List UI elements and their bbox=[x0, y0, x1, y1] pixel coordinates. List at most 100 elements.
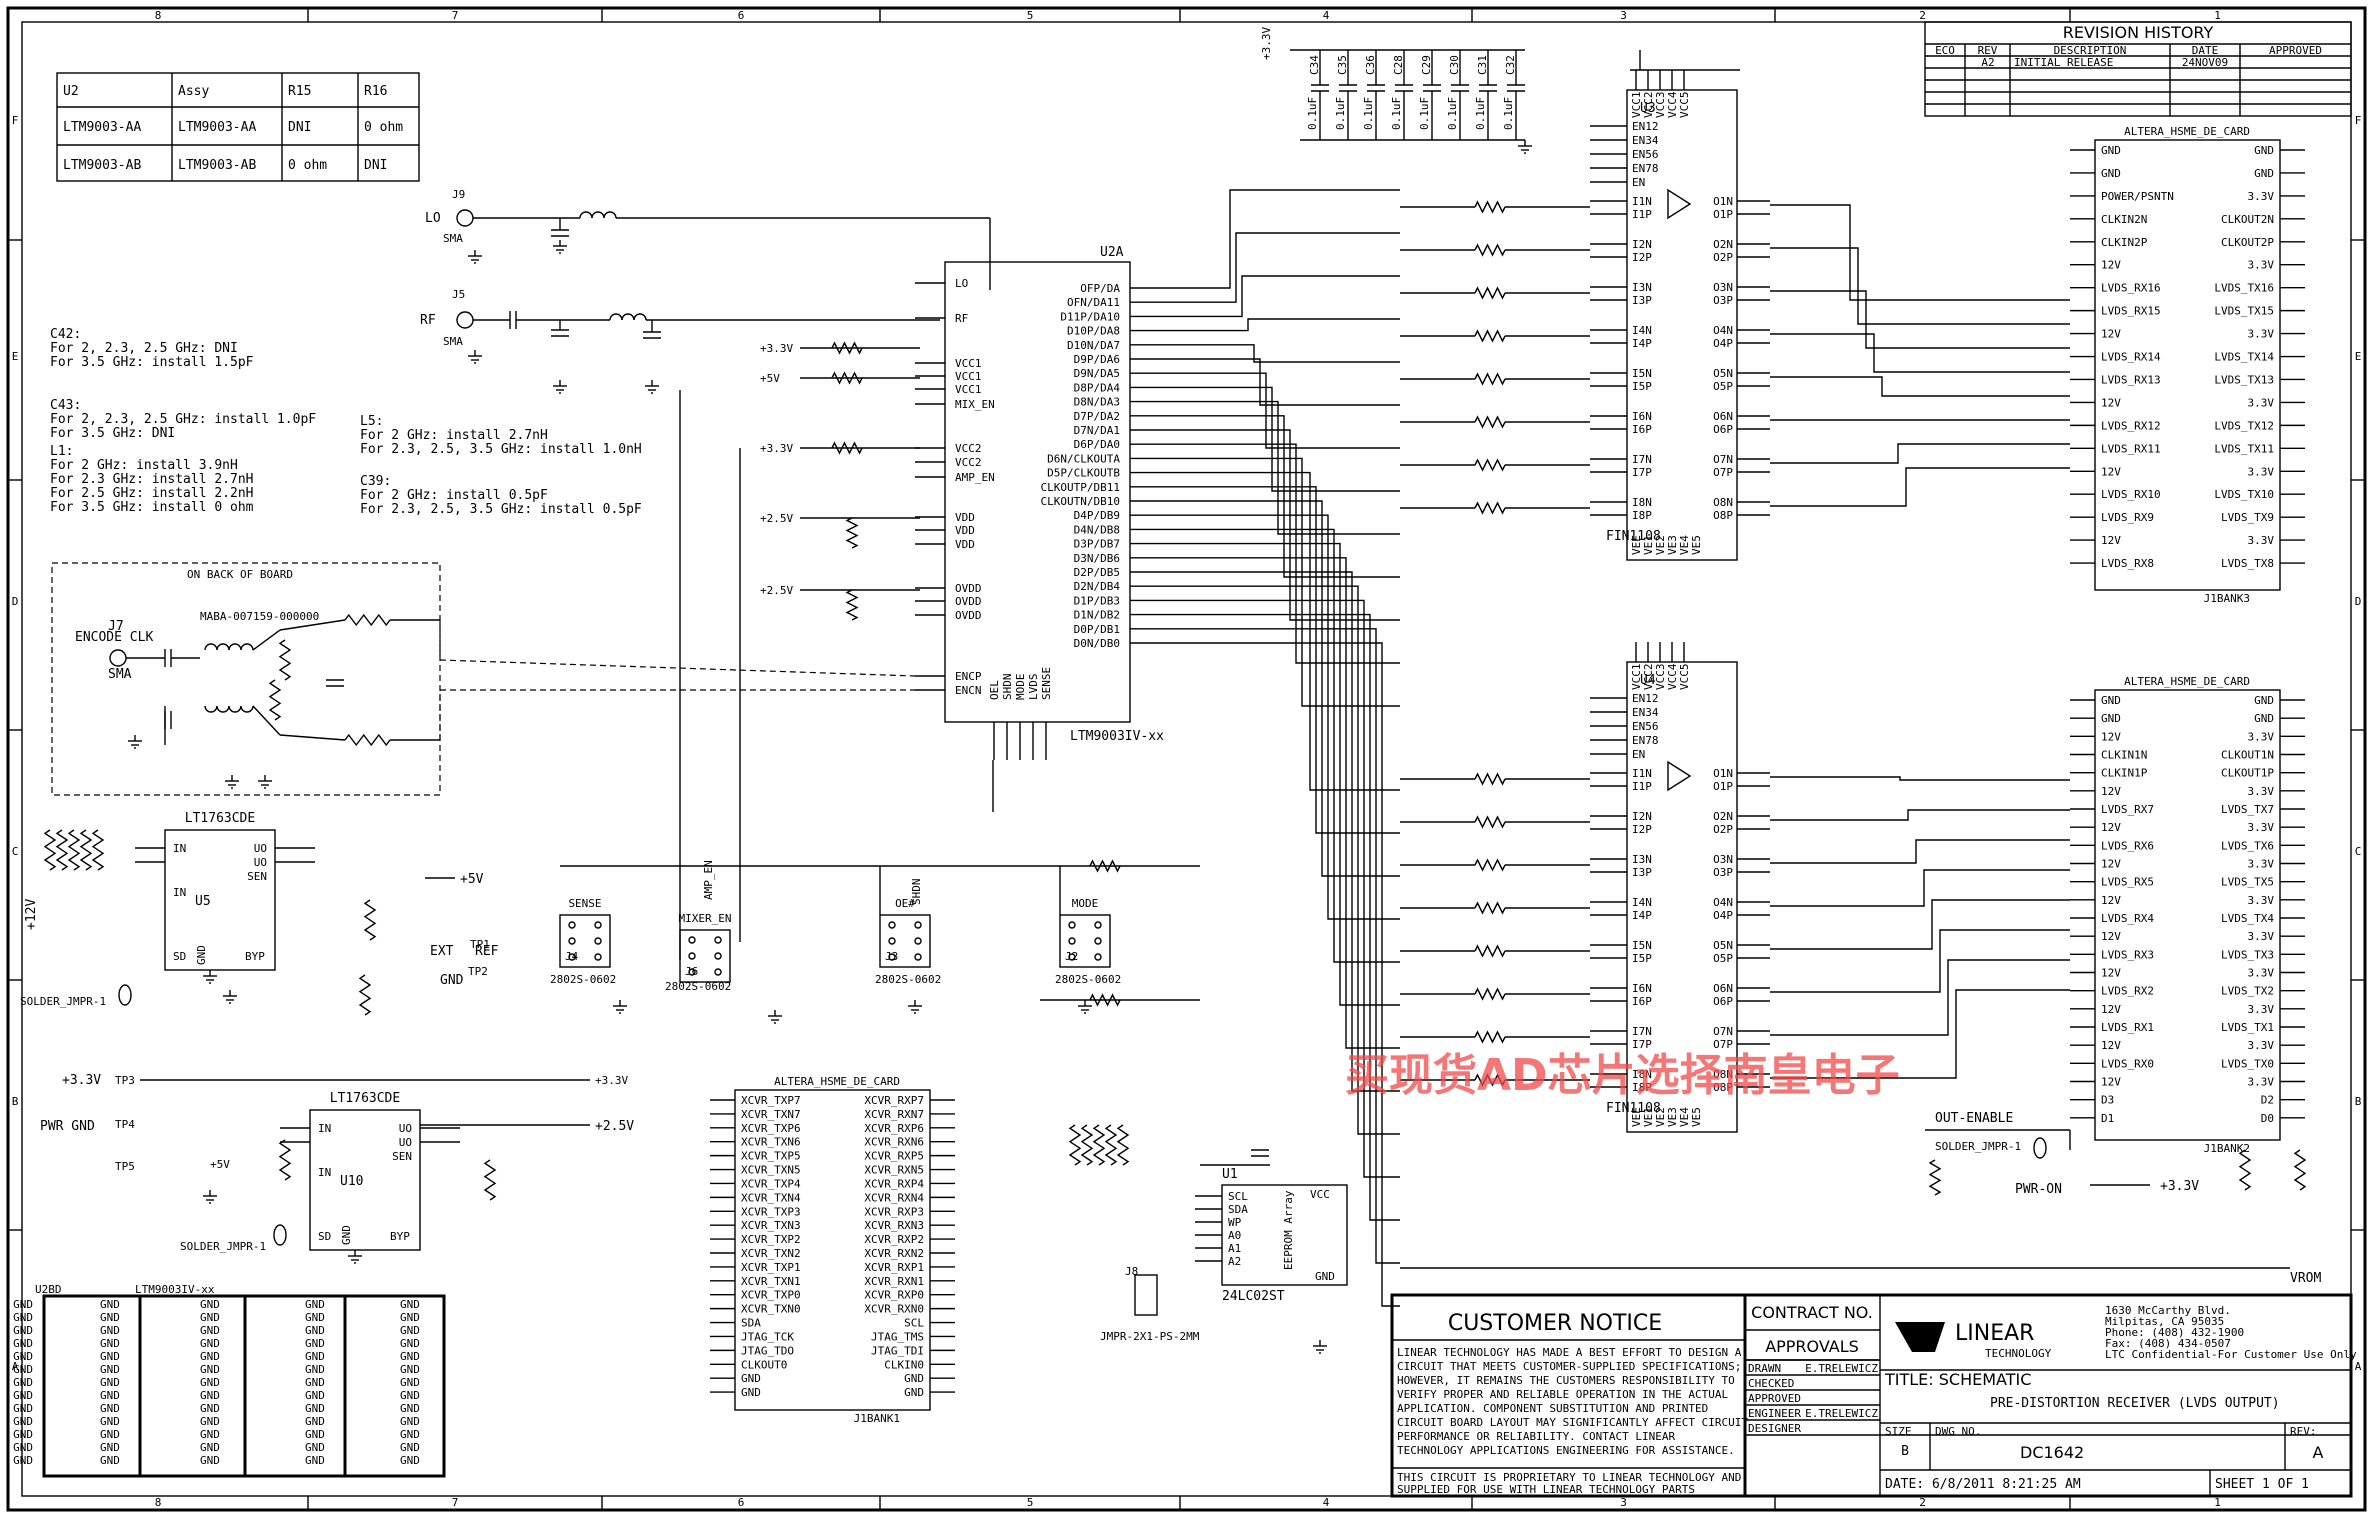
u2a-right-pin: OFP/DA bbox=[1080, 282, 1120, 295]
hsmc-left-pin: 12V bbox=[2101, 396, 2121, 409]
hsmc-right-pin: JTAG_TMS bbox=[871, 1330, 924, 1343]
input-pin: I1N bbox=[1632, 195, 1652, 208]
hsmc-right-pin: LVDS_TX8 bbox=[2221, 557, 2274, 570]
note-line: For 3.5 GHz: DNI bbox=[50, 426, 175, 441]
u2a-right-pin: CLKOUTN/DB10 bbox=[1041, 495, 1120, 508]
revision-date: 24NOV09 bbox=[2182, 56, 2228, 69]
row-marker: A bbox=[2355, 1360, 2362, 1373]
assy-header: R16 bbox=[364, 84, 387, 99]
hsmc-right-pin: XCVR_RXP2 bbox=[864, 1233, 924, 1246]
gnd-pin: GND bbox=[400, 1428, 420, 1441]
approval-role: APPROVED bbox=[1748, 1392, 1801, 1405]
row-marker: C bbox=[2355, 845, 2362, 858]
capacitor-value: 0.1uF bbox=[1334, 97, 1347, 130]
hsmc-right-pin: LVDS_TX13 bbox=[2214, 373, 2274, 386]
sma-label: SMA bbox=[443, 335, 463, 348]
vcc-pin: VCC5 bbox=[1678, 664, 1691, 691]
enable-pin: EN56 bbox=[1632, 720, 1659, 733]
hsmc-right-pin: CLKOUT2P bbox=[2221, 236, 2274, 249]
hsmc-right-pin: XCVR_RXN4 bbox=[864, 1191, 924, 1204]
note-line: For 2.3 GHz: install 2.7nH bbox=[50, 472, 254, 487]
output-pin: O3N bbox=[1713, 853, 1733, 866]
p12-label: +12V bbox=[24, 899, 39, 930]
resistor-symbol bbox=[845, 589, 859, 621]
gnd-pin: GND bbox=[400, 1389, 420, 1402]
input-pin: I8P bbox=[1632, 1081, 1652, 1094]
hsmc-right-pin: JTAG_TDI bbox=[871, 1344, 924, 1357]
gnd-pin: GND bbox=[305, 1376, 325, 1389]
gnd-pin: GND bbox=[200, 1389, 220, 1402]
u2a-bottom-pin: LVDS bbox=[1027, 674, 1040, 701]
customer-notice-text: HOWEVER, IT REMAINS THE CUSTOMERS RESPON… bbox=[1397, 1374, 1735, 1387]
regulator-pin: UO bbox=[399, 1136, 412, 1149]
hsmc-left-pin: XCVR_TXN5 bbox=[741, 1164, 801, 1177]
assy-header: U2 bbox=[63, 84, 79, 99]
output-pin: O6P bbox=[1713, 423, 1733, 436]
output-pin: O1N bbox=[1713, 767, 1733, 780]
contract-label: CONTRACT NO. bbox=[1751, 1303, 1873, 1322]
transformer-coil bbox=[216, 643, 230, 651]
solder-label: SOLDER_JMPR-1 bbox=[180, 1240, 266, 1253]
dwg-number: DC1642 bbox=[2020, 1443, 2084, 1462]
gnd-pin: GND bbox=[200, 1298, 220, 1311]
hsmc-left-pin: 12V bbox=[2101, 465, 2121, 478]
gnd-pin: GND bbox=[200, 1324, 220, 1337]
sheet-value: SHEET 1 OF 1 bbox=[2215, 1477, 2309, 1492]
gnd-pin: GND bbox=[400, 1311, 420, 1324]
resistor-symbol bbox=[1474, 501, 1506, 515]
input-pin: I7P bbox=[1632, 1038, 1652, 1051]
gnd-pin: GND bbox=[400, 1363, 420, 1376]
input-pin: I1P bbox=[1632, 780, 1652, 793]
jumper-pin bbox=[594, 953, 602, 961]
gnd-pin: GND bbox=[305, 1337, 325, 1350]
regulator-pin: IN bbox=[173, 886, 186, 899]
note-line: For 2, 2.3, 2.5 GHz: install 1.0pF bbox=[50, 412, 316, 427]
hsmc-right-pin: LVDS_TX10 bbox=[2214, 488, 2274, 501]
customer-notice-text: TECHNOLOGY APPLICATIONS ENGINEERING FOR … bbox=[1397, 1444, 1735, 1457]
hsmc-left-pin: 12V bbox=[2101, 730, 2121, 743]
u2a-body bbox=[944, 261, 1131, 723]
u4-lvds-buffer-body bbox=[1626, 661, 1738, 1133]
hsmc-left-pin: JTAG_TCK bbox=[741, 1330, 794, 1343]
hsmc-right-pin: 3.3V bbox=[2248, 785, 2275, 798]
capacitor-value: 0.1uF bbox=[1362, 97, 1375, 130]
power-rail-label: +3.3V bbox=[760, 342, 793, 355]
gnd-pin: GND bbox=[100, 1311, 120, 1324]
transformer-coil bbox=[240, 643, 254, 651]
resistor-symbol bbox=[1474, 372, 1506, 386]
hsmc-left-pin: LVDS_RX3 bbox=[2101, 948, 2154, 961]
resistor-symbol bbox=[845, 517, 859, 549]
customer-notice-text: APPLICATION. COMPONENT SUBSTITUTION AND … bbox=[1397, 1402, 1708, 1415]
jumper-pin bbox=[914, 953, 922, 961]
hsmc-right-pin: 3.3V bbox=[2248, 967, 2275, 980]
row-marker: F bbox=[2355, 114, 2362, 127]
gnd-pin: GND bbox=[13, 1350, 33, 1363]
hsmc-left-pin: 12V bbox=[2101, 1003, 2121, 1016]
input-pin: I6N bbox=[1632, 982, 1652, 995]
regulator-part: LT1763CDE bbox=[330, 1091, 400, 1106]
hsmc-left-pin: LVDS_RX8 bbox=[2101, 557, 2154, 570]
u2a-bottom-pin: MODE bbox=[1014, 674, 1027, 701]
j8-ref: J8 bbox=[1125, 1265, 1138, 1278]
approval-name: E.TRELEWICZ bbox=[1805, 1362, 1878, 1375]
u2a-right-pin: OFN/DA11 bbox=[1067, 296, 1120, 309]
resistor-symbol bbox=[1474, 243, 1506, 257]
resistor-symbol bbox=[1474, 901, 1506, 915]
u2a-right-pin: D11P/DA10 bbox=[1060, 310, 1120, 323]
enable-pin: EN bbox=[1632, 748, 1645, 761]
customer-notice-text: PERFORMANCE OR RELIABILITY. CONTACT LINE… bbox=[1397, 1430, 1676, 1443]
hsmc-right-pin: LVDS_TX11 bbox=[2214, 442, 2274, 455]
hsmc-right-pin: XCVR_RXN6 bbox=[864, 1136, 924, 1149]
hsmc-left-pin: XCVR_TXN3 bbox=[741, 1219, 801, 1232]
capacitor-ref: C29 bbox=[1420, 55, 1433, 75]
hsmc-left-pin: CLKIN2P bbox=[2101, 236, 2148, 249]
company-address: Fax: (408) 434-0507 bbox=[2105, 1337, 2231, 1350]
approval-role: CHECKED bbox=[1748, 1377, 1794, 1390]
resistor-symbol bbox=[344, 613, 391, 627]
jumper-pin bbox=[568, 921, 576, 929]
solder-jumper-icon bbox=[118, 984, 132, 1006]
hsmc-right-pin: XCVR_RXP4 bbox=[864, 1177, 924, 1190]
hsmc-left-pin: 12V bbox=[2101, 1076, 2121, 1089]
output-pin: O6P bbox=[1713, 995, 1733, 1008]
